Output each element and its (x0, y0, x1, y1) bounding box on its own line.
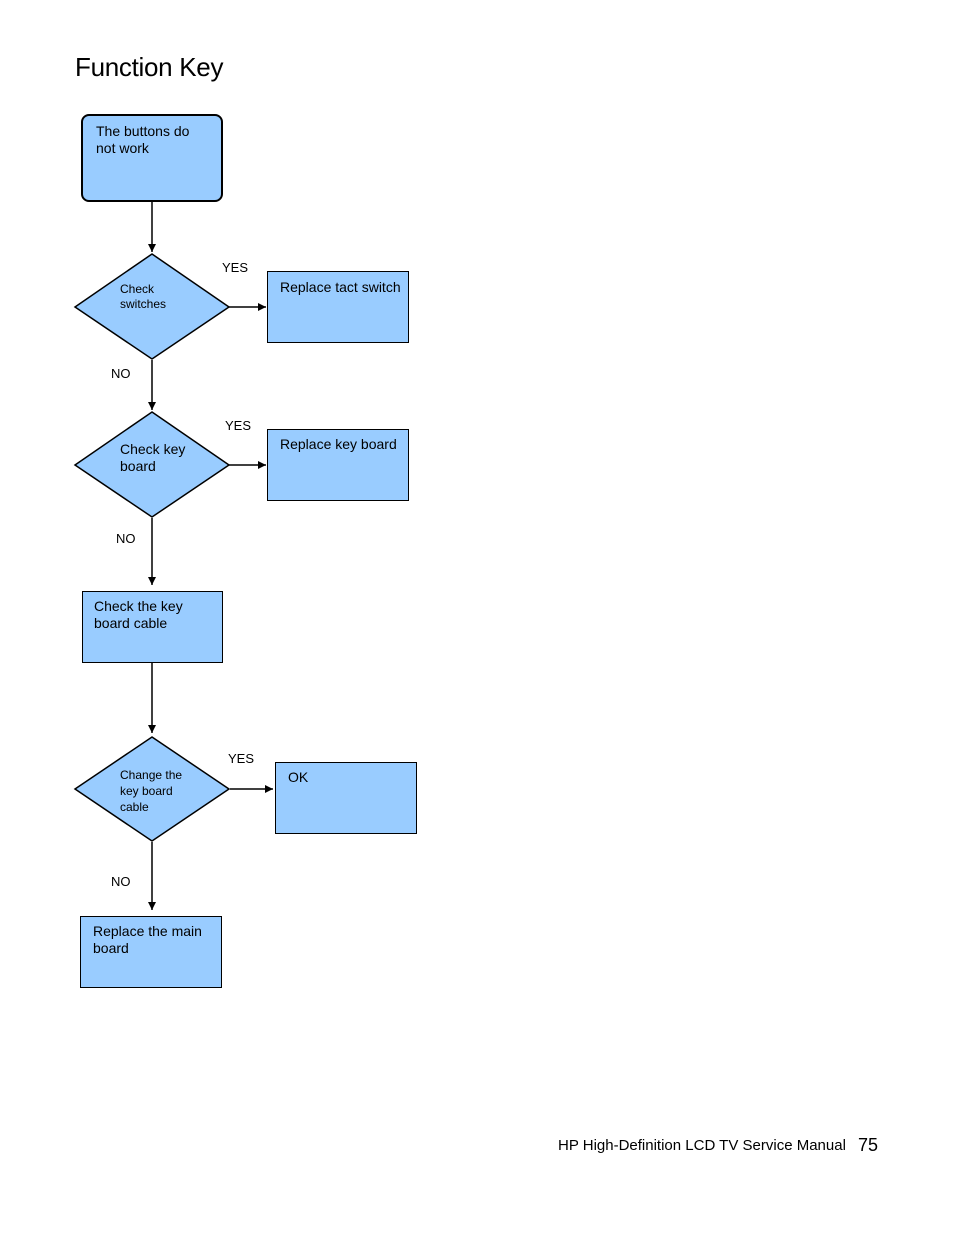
no-label-1: NO (111, 366, 131, 381)
replace-tact-switch-text: Replace tact switch (280, 279, 401, 295)
start-box (81, 114, 223, 202)
no-label-2: NO (116, 531, 136, 546)
page-title: Function Key (75, 52, 224, 82)
yes-label-1: YES (222, 260, 249, 275)
footer-manual-title: HP High-Definition LCD TV Service Manual (558, 1137, 846, 1154)
decision-change-cable (73, 736, 231, 842)
ok-box (275, 762, 417, 834)
replace-tact-switch-box (267, 271, 409, 343)
replace-key-board-box (267, 429, 409, 501)
yes-label-2: YES (225, 418, 252, 433)
page-number: 75 (858, 1135, 879, 1155)
check-cable-text: Check the key board cable (94, 598, 183, 631)
yes-label-3: YES (228, 751, 255, 766)
decision-check-key-board (73, 411, 231, 518)
decision-check-switches-text: Check switches (120, 282, 167, 311)
replace-main-board-text: Replace the main board (93, 923, 202, 956)
decision-change-cable-text: Change the key board cable (120, 768, 183, 814)
decision-check-switches (73, 253, 231, 360)
decision-check-key-board-text: Check key board (120, 441, 186, 474)
replace-key-board-text: Replace key board (280, 436, 397, 452)
no-label-3: NO (111, 874, 131, 889)
ok-text: OK (288, 769, 309, 785)
replace-main-board-box (80, 916, 222, 988)
check-cable-box (82, 591, 223, 663)
start-text: The buttons do not work (96, 123, 190, 156)
